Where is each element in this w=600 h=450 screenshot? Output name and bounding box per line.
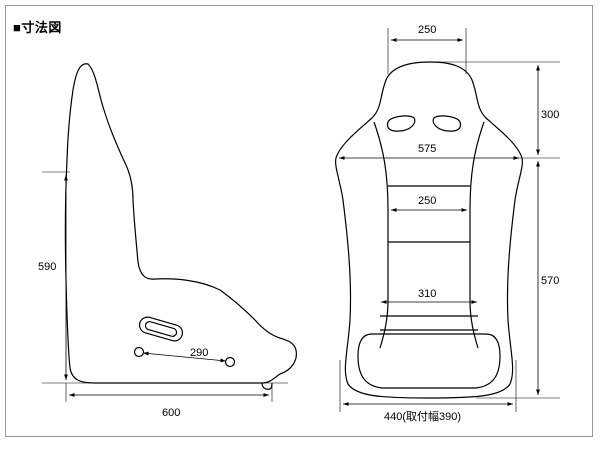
front-inner-left-line (373, 121, 389, 349)
front-shoulder-width-label: 575 (418, 143, 436, 155)
front-belt-hole-left (386, 115, 416, 132)
side-view (64, 63, 297, 390)
front-seat-outline (335, 61, 523, 399)
diagram-title: ■寸法図 (13, 20, 62, 35)
front-lower-height-label: 570 (541, 275, 559, 287)
side-belt-slot-outer (138, 316, 184, 342)
side-mount-spacing-label: 290 (190, 347, 208, 359)
side-mount-hole-front (133, 346, 145, 358)
front-bottom-width-label: 440(取付幅390) (384, 410, 461, 423)
side-mount-hole-rear (224, 356, 236, 368)
front-waist-width-label: 250 (418, 195, 436, 207)
front-seat-cushion (357, 333, 501, 389)
side-seat-outline (64, 63, 297, 384)
front-inner-right-line (469, 121, 485, 349)
front-view (335, 61, 523, 399)
front-belt-hole-right (432, 115, 462, 132)
side-dimensions (42, 171, 288, 402)
front-dimensions (339, 28, 560, 412)
front-hip-width-label: 310 (418, 288, 436, 300)
front-headrest-width-label: 250 (418, 24, 436, 36)
side-mount-dimension-line (142, 351, 227, 363)
diagram-frame (5, 5, 593, 437)
side-belt-slot-inner (144, 321, 178, 337)
side-depth-label: 600 (162, 407, 180, 419)
side-seat-bottom-lip (261, 382, 273, 390)
side-height-label: 590 (38, 261, 56, 273)
front-upper-height-label: 300 (541, 109, 559, 121)
